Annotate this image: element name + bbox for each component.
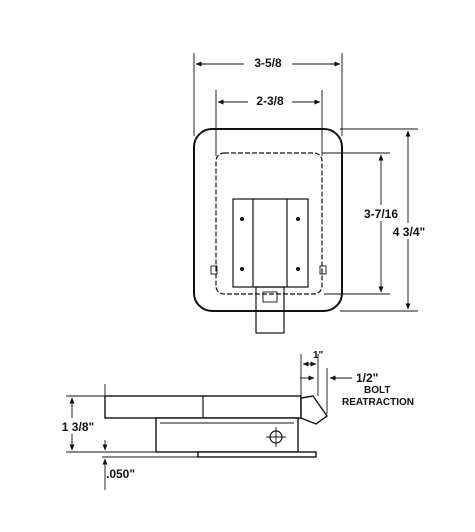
right-nub: [319, 265, 327, 275]
outer-flange: [193, 128, 343, 312]
side-screw: [266, 427, 286, 447]
side-bolt: [300, 395, 328, 425]
bolt-slot: [262, 291, 278, 303]
flange-thickness-label: .050": [106, 467, 135, 481]
paddle: [232, 198, 309, 288]
bolt-housing: [255, 286, 285, 334]
bolt-offset-label: 1": [313, 350, 324, 361]
bolt-retraction-line2: REATRACTION: [342, 397, 414, 408]
side-housing: [155, 417, 299, 453]
side-view: 1 3/8" .050" 1" 1/2" BOLT REATRACTION: [52, 350, 414, 490]
left-nub: [210, 265, 218, 275]
inner-recess: [215, 152, 323, 295]
paddle-screws: [240, 217, 300, 271]
bolt-retraction-value: 1/2": [356, 371, 378, 385]
inner-width-label: 2-3/8: [256, 94, 284, 108]
overall-width-label: 3-5/8: [254, 56, 282, 70]
thickness-label: 1 3/8": [62, 420, 94, 434]
overall-height-label: 4 3/4": [393, 225, 425, 239]
side-flange: [197, 451, 317, 458]
inner-height-label: 3-7/16: [364, 207, 398, 221]
top-view: 3-5/8 2-3/8 3-7/16 4 3/4": [193, 53, 432, 334]
bolt-retraction-line1: BOLT: [364, 385, 390, 396]
